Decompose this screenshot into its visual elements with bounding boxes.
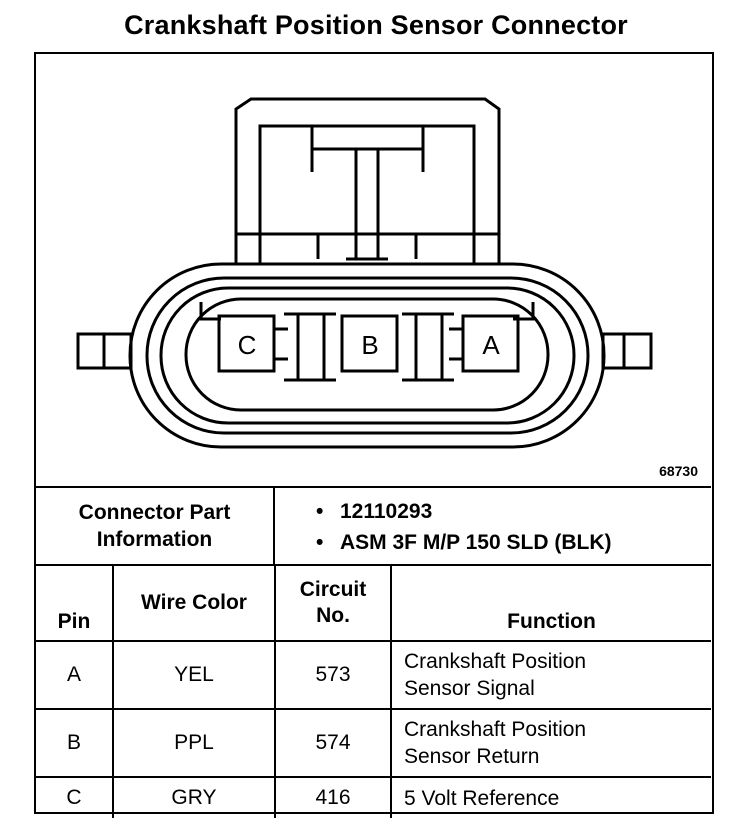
pin-cavity-c xyxy=(217,314,276,373)
pin-label-a: A xyxy=(482,330,500,360)
header-wire-color: Wire Color xyxy=(112,566,276,642)
table-row: A YEL 573 Crankshaft Position Sensor Sig… xyxy=(36,640,711,710)
connector-info-values: 12110293 ASM 3F M/P 150 SLD (BLK) xyxy=(316,496,611,558)
function-line2: Sensor Signal xyxy=(404,677,535,700)
connector-info-label: Connector Part Information xyxy=(36,488,275,564)
connector-diagram: C B A xyxy=(76,97,653,449)
wire-color-cell: GRY xyxy=(112,776,276,818)
circuit-cell: 574 xyxy=(274,708,392,778)
part-number: 12110293 xyxy=(316,496,611,527)
diagram-frame: C B A 68730 Connector Part Information 1… xyxy=(34,52,714,818)
wire-color-cell: YEL xyxy=(112,640,276,710)
circuit-cell: 416 xyxy=(274,776,392,818)
connector-lock-tab xyxy=(234,97,501,264)
separator-right xyxy=(402,312,454,382)
wire-color-cell: PPL xyxy=(112,708,276,778)
pin-cell: A xyxy=(36,640,114,710)
pin-cell: B xyxy=(36,708,114,778)
connector-part-info: Connector Part Information 12110293 ASM … xyxy=(36,486,711,566)
table-row: C GRY 416 5 Volt Reference xyxy=(36,776,711,818)
pin-label-b: B xyxy=(361,330,378,360)
function-cell: Crankshaft Position Sensor Return xyxy=(390,708,711,778)
part-description: ASM 3F M/P 150 SLD (BLK) xyxy=(316,527,611,558)
function-cell: Crankshaft Position Sensor Signal xyxy=(390,640,711,710)
pin-cavity-b xyxy=(340,314,399,373)
header-circuit-line1: Circuit xyxy=(299,578,367,601)
function-line2: Sensor Return xyxy=(404,745,540,768)
connector-side-ear-right xyxy=(601,332,653,370)
header-function: Function xyxy=(390,566,711,642)
page-title: Crankshaft Position Sensor Connector xyxy=(124,10,628,40)
separator-left xyxy=(284,312,336,382)
table-header-row: Pin Wire Color Circuit No. Function xyxy=(36,566,711,642)
function-line1: 5 Volt Reference xyxy=(404,786,560,810)
function-line1: Crankshaft Position xyxy=(404,718,587,741)
pin-cavity-a xyxy=(461,314,520,373)
figure-number: 68730 xyxy=(659,463,698,479)
function-line1: Crankshaft Position xyxy=(404,650,587,673)
header-circuit-no: Circuit No. xyxy=(274,566,392,642)
circuit-cell: 573 xyxy=(274,640,392,710)
pin-cell: C xyxy=(36,776,114,818)
pin-table: Pin Wire Color Circuit No. Function A YE… xyxy=(36,566,711,818)
table-row: B PPL 574 Crankshaft Position Sensor Ret… xyxy=(36,708,711,778)
header-circuit-line2: No. xyxy=(316,604,350,627)
pin-label-c: C xyxy=(238,330,257,360)
connector-housing xyxy=(128,262,606,449)
header-pin: Pin xyxy=(36,566,114,642)
function-cell: 5 Volt Reference xyxy=(390,776,711,818)
